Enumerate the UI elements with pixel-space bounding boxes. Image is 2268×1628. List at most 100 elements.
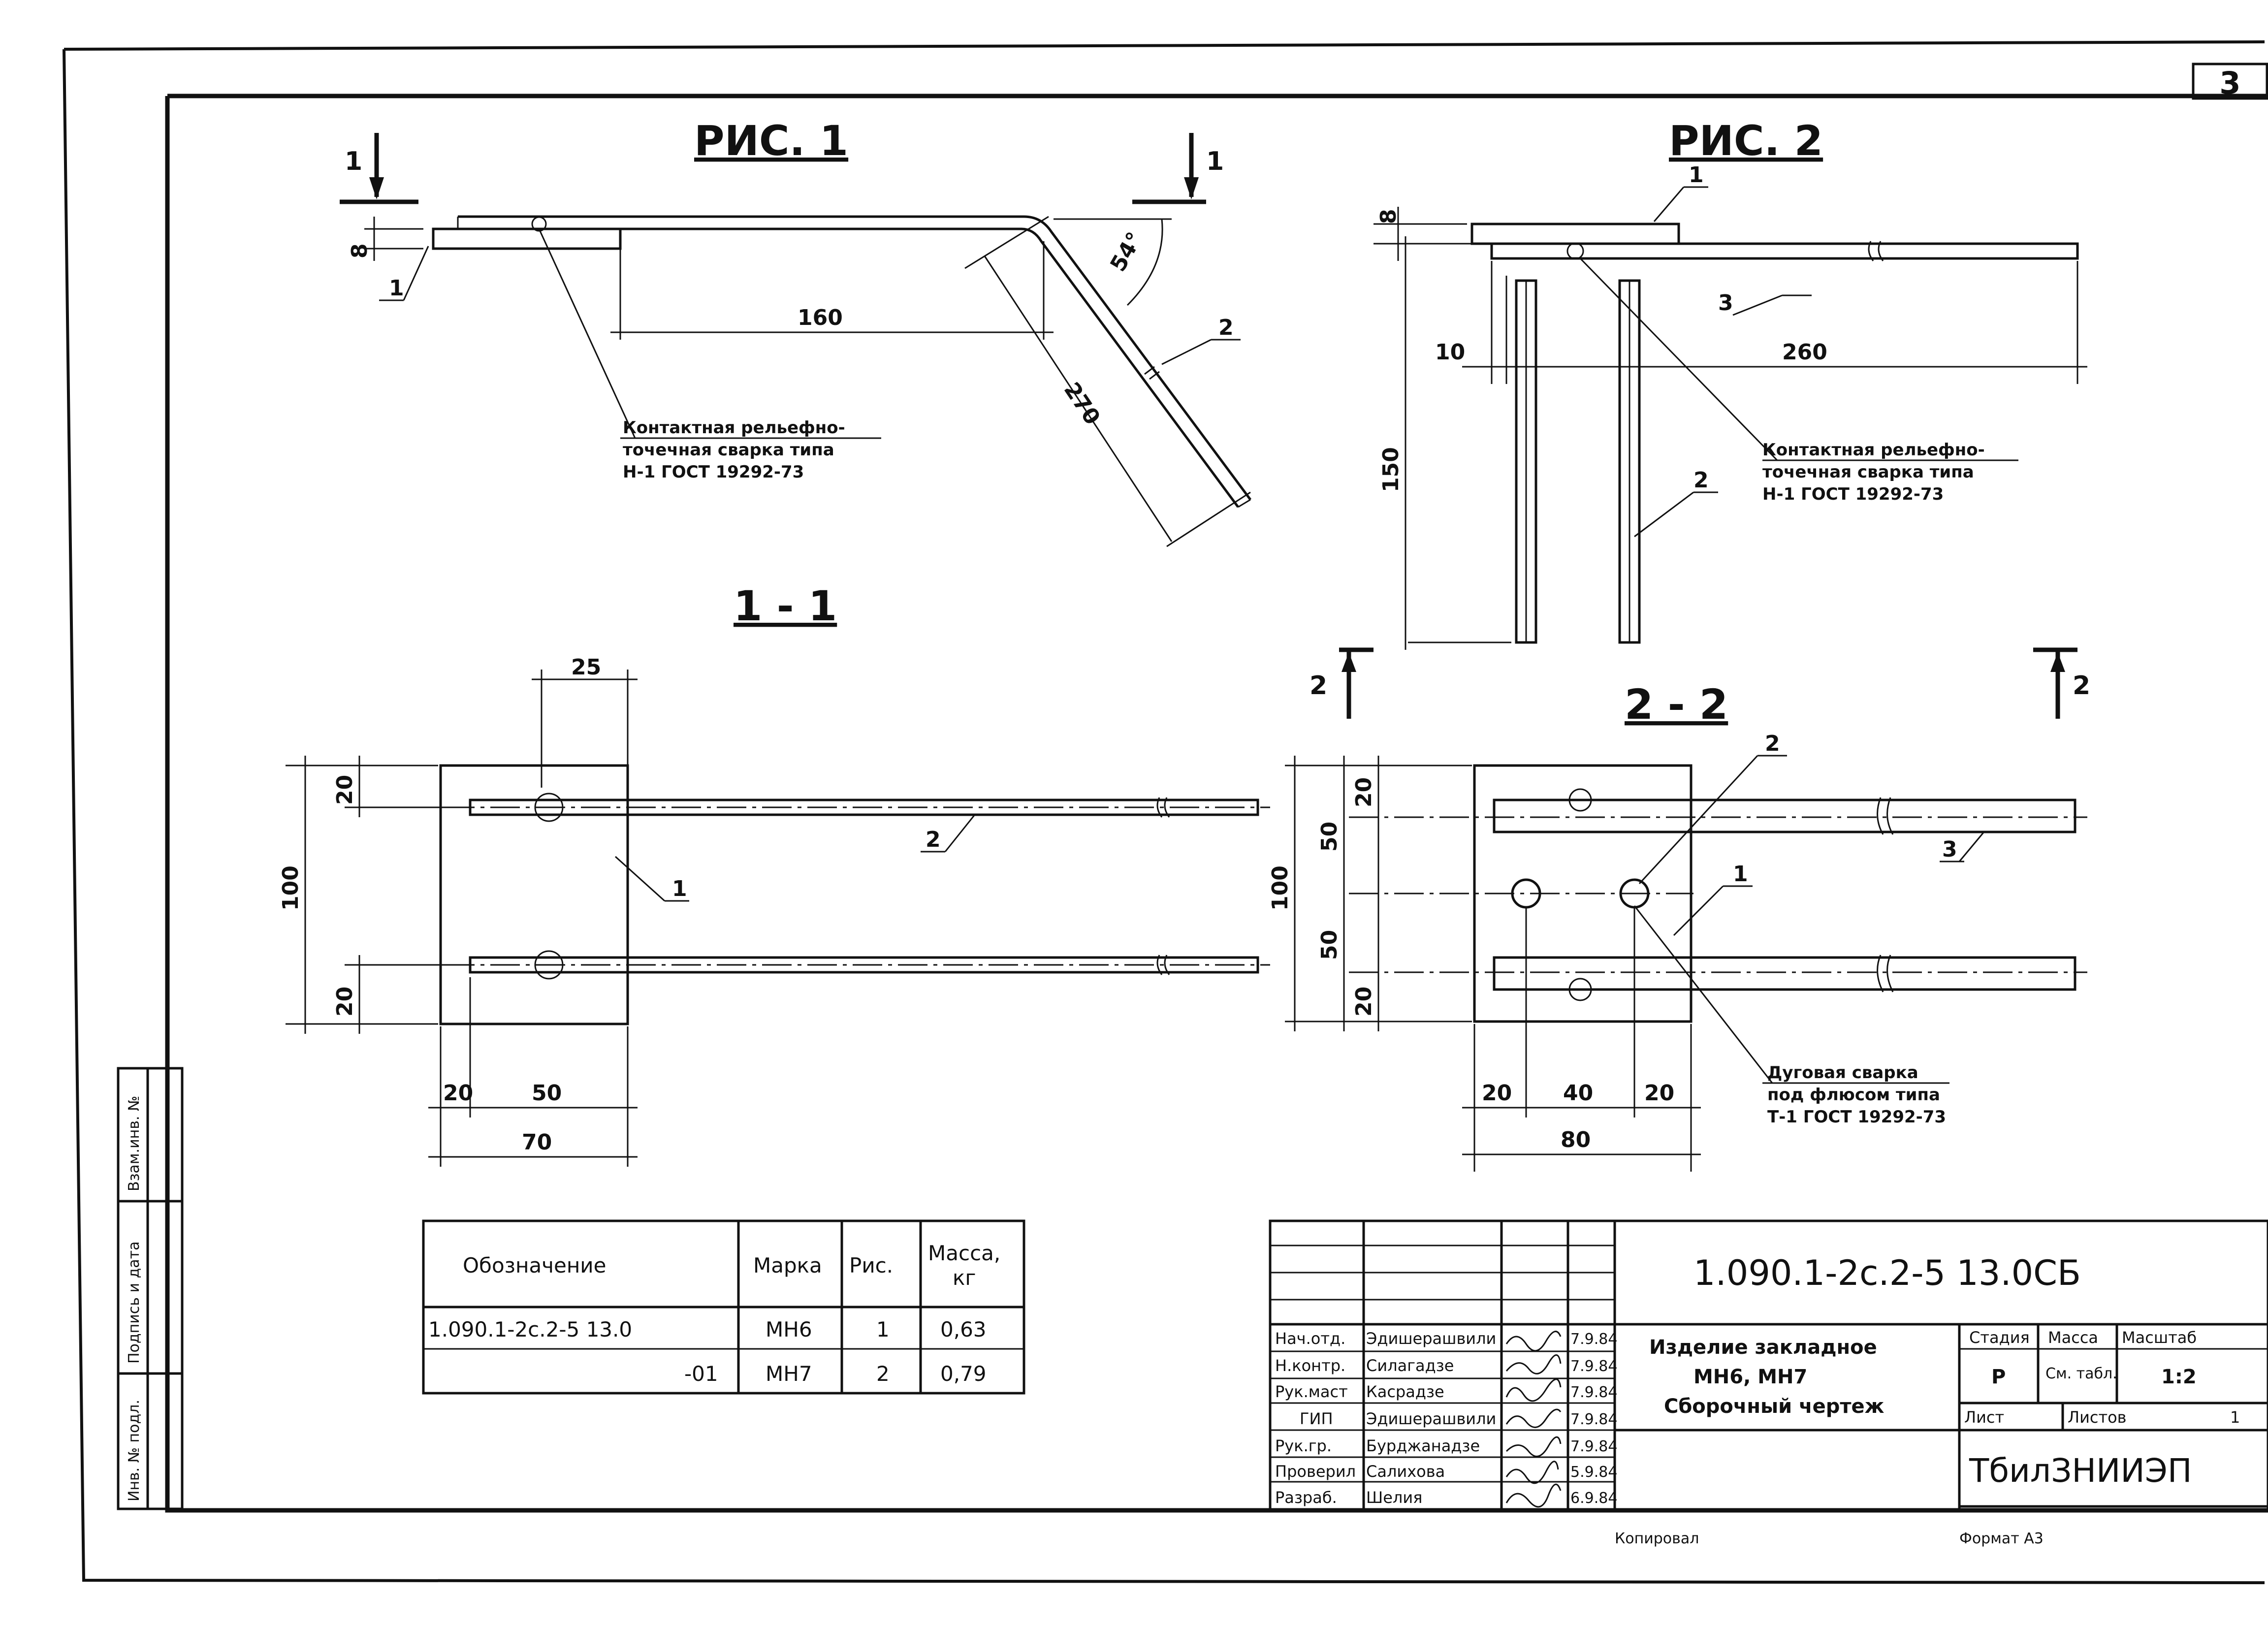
figure-1: РИС. 1 1 1 8 160 270 xyxy=(340,117,1252,547)
section-1-1: 1 - 1 25 100 20 20 20 50 70 xyxy=(278,582,1270,1167)
person-6: Салихова xyxy=(1366,1462,1445,1481)
sec22-title: 2 - 2 xyxy=(1625,680,1728,729)
sec22-dim-20-bottom-b: 20 xyxy=(1644,1081,1674,1106)
person-2: Силагадзе xyxy=(1366,1356,1454,1375)
sec22-weld-note-1: Дуговая сварка xyxy=(1767,1063,1918,1083)
fig2-dim-thickness: 8 xyxy=(1376,209,1401,224)
date-4: 7.9.84 xyxy=(1570,1411,1617,1428)
person-5: Бурджанадзе xyxy=(1366,1436,1480,1455)
spec-row2-mark: МН7 xyxy=(766,1362,812,1386)
title-code: 1.090.1-2с.2-5 13.0СБ xyxy=(1693,1253,2081,1293)
fig2-callout-1: 1 xyxy=(1689,162,1704,188)
role-3: Рук.маст xyxy=(1275,1382,1348,1401)
fig1-weld-note-1: Контактная рельефно- xyxy=(623,418,845,438)
role-7: Разраб. xyxy=(1275,1488,1337,1507)
section-2-2: 2 - 2 100 20 50 50 20 20 40 20 xyxy=(1268,680,2087,1172)
spec-row1-mass: 0,63 xyxy=(940,1317,987,1341)
side-stamp: Инв. № подл. Подпись и дата Взам.инв. № xyxy=(117,1067,184,1510)
spec-header-mass: Масса, xyxy=(928,1241,1000,1265)
side-stamp-replace: Взам.инв. № xyxy=(126,1096,143,1191)
sheets-label: Листов xyxy=(2068,1408,2127,1427)
fig2-callout-3: 3 xyxy=(1718,290,1733,316)
scale-label: Масштаб xyxy=(2122,1328,2197,1347)
sec11-callout-2: 2 xyxy=(926,827,941,852)
sec11-dim-100: 100 xyxy=(278,865,303,911)
sec22-dim-100: 100 xyxy=(1268,865,1293,911)
sec11-dim-50: 50 xyxy=(532,1081,562,1106)
organization: ТбилЗНИИЭП xyxy=(1969,1452,2192,1490)
spec-table: Обозначение Марка Рис. Масса, кг 1.090.1… xyxy=(422,1219,1025,1395)
sec22-dim-20b: 20 xyxy=(1351,987,1376,1017)
role-5: Рук.гр. xyxy=(1275,1436,1332,1455)
fig2-dim-260: 260 xyxy=(1782,340,1827,365)
sec11-dim-20-bottom: 20 xyxy=(443,1081,473,1106)
sheets-value: 1 xyxy=(2230,1408,2240,1427)
format-label: Формат А3 xyxy=(1959,1530,2044,1547)
fig2-dim-150: 150 xyxy=(1378,447,1404,492)
sec11-dim-25: 25 xyxy=(571,655,601,680)
stage-value: Р xyxy=(1991,1366,2006,1388)
spec-row1-mark: МН6 xyxy=(766,1317,812,1341)
fig2-section-mark-left: 2 xyxy=(1310,671,1327,701)
date-1: 7.9.84 xyxy=(1570,1331,1617,1348)
spec-header-designation: Обозначение xyxy=(463,1253,606,1277)
role-4: ГИП xyxy=(1300,1409,1333,1428)
sec11-callout-1: 1 xyxy=(672,876,687,901)
sec11-dim-20a: 20 xyxy=(332,775,357,805)
figure-2: РИС. 2 8 10 260 150 1 3 xyxy=(1310,117,2090,719)
title-name-2: МН6, МН7 xyxy=(1693,1366,1807,1388)
fig2-section-mark-right: 2 xyxy=(2073,671,2090,701)
role-2: Н.контр. xyxy=(1275,1356,1345,1375)
sec22-callout-2: 2 xyxy=(1765,731,1780,756)
date-5: 7.9.84 xyxy=(1570,1438,1617,1455)
sec22-dim-20a: 20 xyxy=(1351,777,1376,807)
spec-header-unit: кг xyxy=(953,1266,976,1290)
sec22-dim-50a: 50 xyxy=(1317,822,1342,852)
fig1-dim-160: 160 xyxy=(798,305,843,330)
sec22-dim-20-bottom-a: 20 xyxy=(1482,1081,1512,1106)
spec-row1-designation: 1.090.1-2с.2-5 13.0 xyxy=(428,1317,632,1341)
fig1-weld-note-3: Н-1 ГОСТ 19292-73 xyxy=(623,462,804,482)
fig1-section-mark-left: 1 xyxy=(345,147,362,176)
sec22-weld-note-3: Т-1 ГОСТ 19292-73 xyxy=(1767,1107,1946,1127)
fig2-dim-10: 10 xyxy=(1435,340,1465,365)
side-stamp-inv: Инв. № подл. xyxy=(126,1400,143,1501)
spec-row2-fig: 2 xyxy=(876,1362,890,1386)
title-name-1: Изделие закладное xyxy=(1649,1336,1877,1359)
sheet-label: Лист xyxy=(1964,1408,2004,1427)
fig2-weld-note-2: точечная сварка типа xyxy=(1762,462,1974,482)
spec-row2-mass: 0,79 xyxy=(940,1362,987,1386)
signatures xyxy=(1505,1331,1562,1508)
fig2-title: РИС. 2 xyxy=(1669,117,1823,165)
date-6: 5.9.84 xyxy=(1570,1464,1617,1481)
fig1-dim-270: 270 xyxy=(1059,378,1105,430)
sec22-callout-1: 1 xyxy=(1733,862,1748,887)
side-stamp-sign: Подпись и дата xyxy=(126,1242,143,1364)
person-4: Эдишерашвили xyxy=(1366,1409,1496,1428)
role-1: Нач.отд. xyxy=(1275,1329,1345,1348)
fig1-section-mark-right: 1 xyxy=(1206,147,1224,176)
spec-header-fig: Рис. xyxy=(849,1253,893,1277)
person-3: Касрадзе xyxy=(1366,1382,1444,1401)
role-6: Проверил xyxy=(1275,1462,1356,1481)
sheet-number: 3 xyxy=(2219,65,2240,101)
sec11-dim-70: 70 xyxy=(522,1130,552,1155)
fig1-dim-thickness: 8 xyxy=(347,243,372,258)
fig1-title: РИС. 1 xyxy=(694,117,848,165)
sec22-dim-50b: 50 xyxy=(1317,930,1342,960)
title-block: 1.090.1-2с.2-5 13.0СБ Изделие закладное … xyxy=(1269,1219,2268,1547)
sec11-title: 1 - 1 xyxy=(734,582,837,630)
person-7: Шелия xyxy=(1366,1488,1422,1507)
date-3: 7.9.84 xyxy=(1570,1384,1617,1401)
fig1-angle: 54° xyxy=(1105,228,1148,276)
spec-header-mark: Марка xyxy=(753,1253,822,1277)
date-7: 6.9.84 xyxy=(1570,1490,1617,1507)
sec22-weld-note-2: под флюсом типа xyxy=(1767,1085,1940,1105)
fig2-callout-2: 2 xyxy=(1693,468,1709,493)
fig2-weld-note-1: Контактная рельефно- xyxy=(1762,440,1985,460)
scale-value: 1:2 xyxy=(2161,1366,2197,1388)
stage-label: Стадия xyxy=(1969,1328,2030,1347)
fig1-callout-2: 2 xyxy=(1218,315,1234,340)
sec22-dim-80: 80 xyxy=(1561,1127,1591,1152)
spec-row1-fig: 1 xyxy=(876,1317,890,1341)
